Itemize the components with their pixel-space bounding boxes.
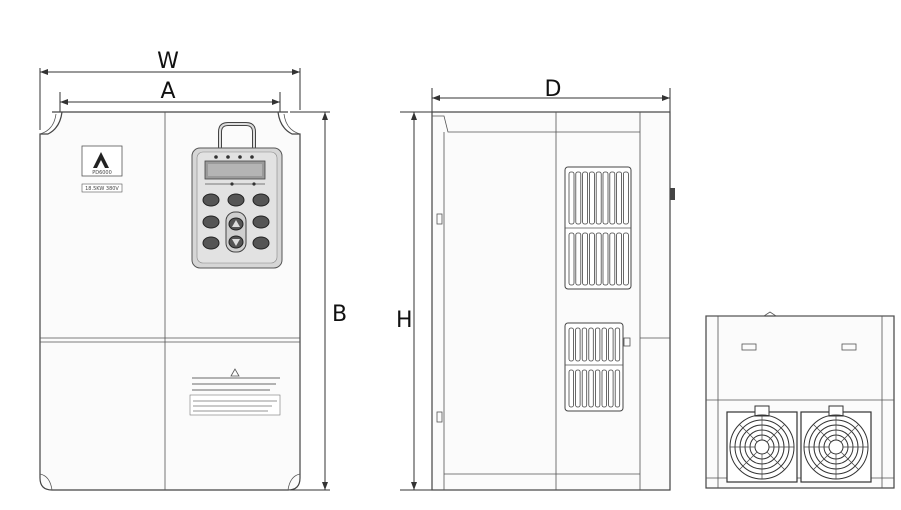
height-label: H: [396, 308, 413, 333]
cooling-fan-right: [800, 405, 872, 483]
mount-width-label: A: [160, 79, 175, 104]
width-label: W: [157, 49, 179, 74]
lower-vent-grille: [564, 322, 624, 412]
side-knob: [670, 188, 675, 200]
side-view: D H: [396, 77, 675, 491]
depth-label: D: [545, 77, 562, 102]
mount-height-label: B: [332, 302, 347, 327]
cooling-fan-left: [726, 405, 798, 483]
warning-label: [189, 368, 281, 416]
front-view: W A PD6000 18.5KW 380V: [39, 49, 347, 491]
upper-vent-grille: [564, 166, 632, 290]
keypad-buttons: [202, 193, 270, 253]
side-panel: [431, 111, 671, 491]
bottom-view: [705, 311, 895, 489]
brand-text: PD6000: [92, 170, 112, 176]
rating-plate: 18.5KW 380V: [85, 186, 119, 192]
